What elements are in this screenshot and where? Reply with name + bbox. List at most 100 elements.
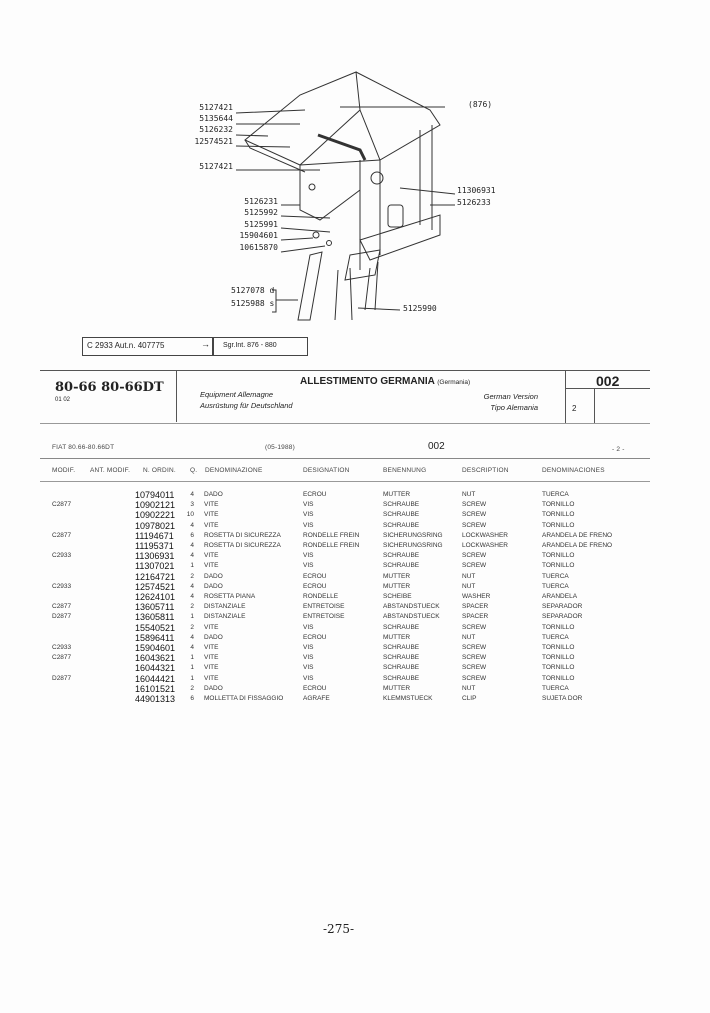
cell-en: SPACER <box>462 613 489 621</box>
subheader-group: 002 <box>428 441 445 452</box>
cell-q: 4 <box>190 644 194 651</box>
cell-de: SCHRAUBE <box>383 552 420 560</box>
cell-part: 15904601 <box>135 643 176 653</box>
note-modification: C 2933 Aut.n. 407775 <box>87 341 165 350</box>
callout-5126233: 5126233 <box>457 198 491 207</box>
cell-part: 11194671 <box>135 530 174 541</box>
col-ant-modif: ANT. MODIF. <box>90 467 131 474</box>
cell-fr: VIS <box>303 664 314 672</box>
cell-en: NUT <box>462 633 476 641</box>
cell-part: 16044321 <box>135 663 176 674</box>
cell-es: ARANDELA DE FRENO <box>542 531 613 539</box>
cell-q: 1 <box>190 674 194 682</box>
cell-en: SCREW <box>462 521 487 529</box>
cell-part: 10794011 <box>135 490 175 500</box>
cell-de: ABSTANDSTUECK <box>383 613 440 621</box>
cell-modif: C2877 <box>52 501 72 509</box>
cell-q: 6 <box>190 695 194 702</box>
cell-fr: ECROU <box>303 491 327 498</box>
cell-q: 4 <box>190 491 194 498</box>
cell-q: 4 <box>190 582 194 590</box>
callout-12574521: 12574521 <box>194 137 233 146</box>
cell-de: SCHRAUBE <box>383 654 420 662</box>
section-title: ALLESTIMENTO GERMANIA (Germania) <box>300 376 471 387</box>
cell-en: SCREW <box>462 552 487 560</box>
cell-q: 2 <box>190 572 194 580</box>
callout-5126231: 5126231 <box>244 197 278 206</box>
cell-q: 4 <box>190 521 194 529</box>
cell-part: 10902121 <box>135 500 176 511</box>
cell-fr: ECROU <box>303 582 327 590</box>
col-n-ordin: N. ORDIN. <box>143 467 176 474</box>
cell-en: NUT <box>462 491 476 498</box>
note-serial-range: Sgr.Int. 876 - 880 <box>223 342 277 349</box>
title-french: Equipment Allemagne <box>200 390 274 399</box>
cell-it: VITE <box>204 562 219 570</box>
cell-part: 10902221 <box>135 510 176 521</box>
cell-en: NUT <box>462 572 476 580</box>
cell-en: SCREW <box>462 623 487 631</box>
cell-it: DADO <box>204 572 223 580</box>
cell-fr: RONDELLE FREIN <box>303 542 360 549</box>
cell-en: LOCKWASHER <box>462 531 508 539</box>
modification-note-box: C 2933 Aut.n. 407775 → Sgr.Int. 876 - 88… <box>82 337 308 356</box>
cell-en: NUT <box>462 684 476 692</box>
cell-de: SCHRAUBE <box>383 562 420 570</box>
cell-fr: ECROU <box>303 684 327 692</box>
cell-fr: ECROU <box>303 633 327 641</box>
cell-es: TUERCA <box>542 491 569 498</box>
col-q: Q. <box>190 467 198 474</box>
cell-modif: C2877 <box>52 603 72 611</box>
cell-de: SCHRAUBE <box>383 501 420 509</box>
cell-es: TUERCA <box>542 582 569 590</box>
cell-it: VITE <box>204 654 219 662</box>
cell-en: SCREW <box>462 511 487 519</box>
cell-es: TORNILLO <box>542 562 575 570</box>
callout-5125990: 5125990 <box>403 304 437 313</box>
tractor-model: FIAT 80.66-80.66DT <box>52 444 115 451</box>
cell-de: SCHRAUBE <box>383 623 420 631</box>
callout-5125992: 5125992 <box>244 208 278 217</box>
cell-part: 11307021 <box>135 561 175 572</box>
cell-it: DADO <box>204 684 223 692</box>
cell-de: MUTTER <box>383 582 411 590</box>
col-denominazione: DENOMINAZIONE <box>205 467 263 474</box>
cell-q: 1 <box>190 664 194 672</box>
cell-fr: VIS <box>303 501 314 509</box>
col-designation: DESIGNATION <box>303 467 350 474</box>
cell-it: VITE <box>204 501 219 509</box>
col-denominaciones: DENOMINACIONES <box>542 467 605 474</box>
callout-11306931: 11306931 <box>457 186 496 195</box>
cell-fr: ENTRETOISE <box>303 613 345 621</box>
cell-en: WASHER <box>462 593 491 600</box>
cell-it: ROSETTA DI SICUREZZA <box>204 531 281 539</box>
cell-de: SCHRAUBE <box>383 521 420 529</box>
cell-fr: VIS <box>303 654 314 662</box>
page-number: -275- <box>323 922 355 936</box>
callout-10615870: 10615870 <box>239 243 278 252</box>
cell-es: TORNILLO <box>542 674 575 682</box>
cell-fr: VIS <box>303 511 314 519</box>
cell-it: DADO <box>204 633 223 641</box>
cell-es: TORNILLO <box>542 654 575 662</box>
cell-part: 15540521 <box>135 622 176 633</box>
sheet-number: 2 <box>572 404 577 413</box>
cell-part: 13605711 <box>135 602 175 613</box>
cell-it: VITE <box>204 521 219 529</box>
cell-de: SICHERUNGSRING <box>383 542 443 549</box>
callout-5125991: 5125991 <box>244 220 278 229</box>
callout-5127421: 5127421 <box>199 103 233 112</box>
group-number: 002 <box>596 373 620 389</box>
callout-5127421-b: 5127421 <box>199 162 233 171</box>
cell-part: 12574521 <box>135 581 176 592</box>
cell-es: TUERCA <box>542 572 569 580</box>
